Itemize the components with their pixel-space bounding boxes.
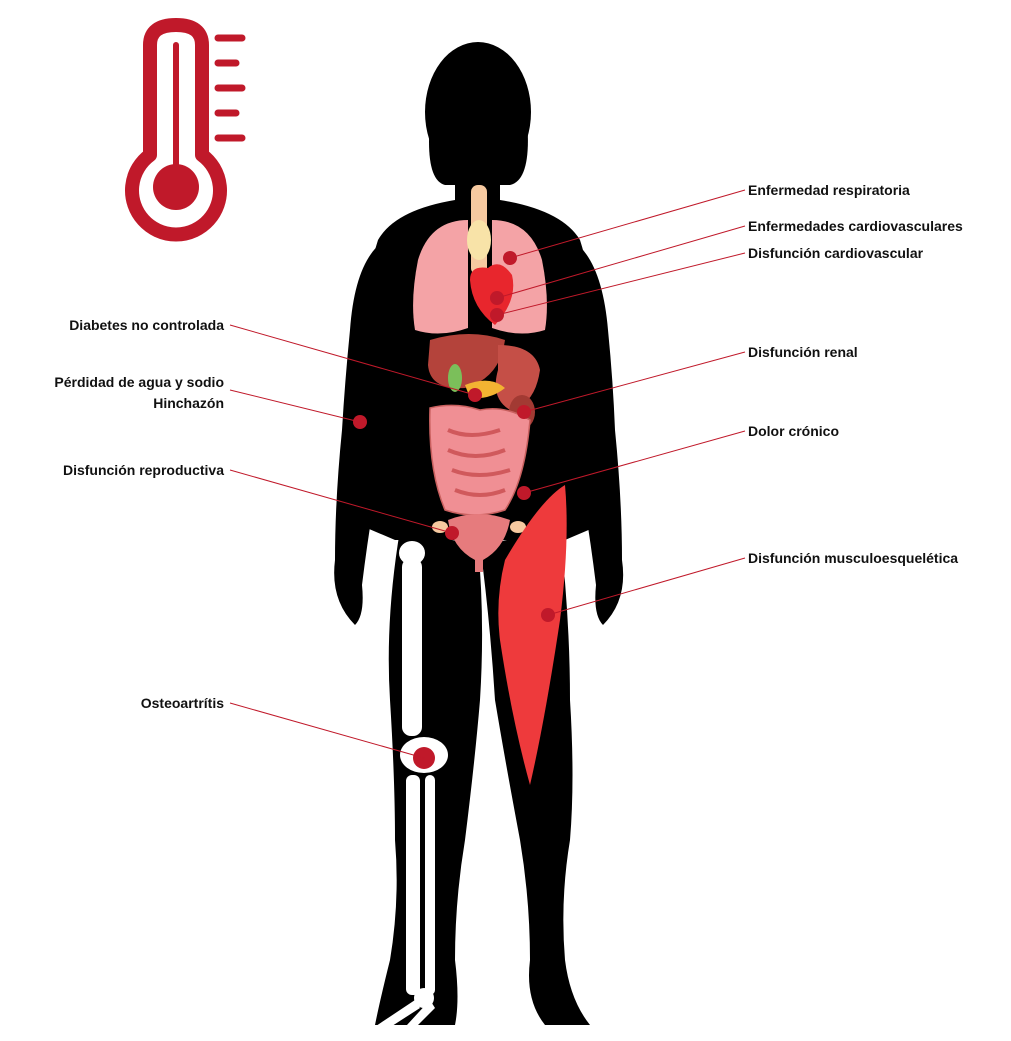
label-cardiovascular-dysfunction: Disfunción cardiovascular bbox=[748, 245, 924, 261]
marker-reproductive bbox=[445, 526, 459, 540]
marker-cardiovascular-dysfunction bbox=[490, 308, 504, 322]
marker-respiratory bbox=[503, 251, 517, 265]
marker-cardiovascular-diseases bbox=[490, 291, 504, 305]
label-water-loss: Pérdidad de agua y sodio bbox=[54, 374, 224, 390]
marker-water-loss bbox=[353, 415, 367, 429]
label-cardiovascular-diseases: Enfermedades cardiovasculares bbox=[748, 218, 963, 234]
label-chronic-pain: Dolor crónico bbox=[748, 423, 839, 439]
label-reproductive: Disfunción reproductiva bbox=[63, 462, 224, 478]
label-osteoarthritis: Osteoartrítis bbox=[141, 695, 224, 711]
label-diabetes: Diabetes no controlada bbox=[69, 317, 224, 333]
thermometer-icon bbox=[132, 25, 242, 234]
marker-diabetes bbox=[468, 388, 482, 402]
marker-musculoskeletal bbox=[541, 608, 555, 622]
label-renal: Disfunción renal bbox=[748, 344, 858, 360]
marker-renal bbox=[517, 405, 531, 419]
label-musculoskeletal: Disfunción musculoesquelética bbox=[748, 550, 958, 566]
label-respiratory: Enfermedad respiratoria bbox=[748, 182, 910, 198]
label-swelling: Hinchazón bbox=[153, 395, 224, 411]
marker-chronic-pain bbox=[517, 486, 531, 500]
